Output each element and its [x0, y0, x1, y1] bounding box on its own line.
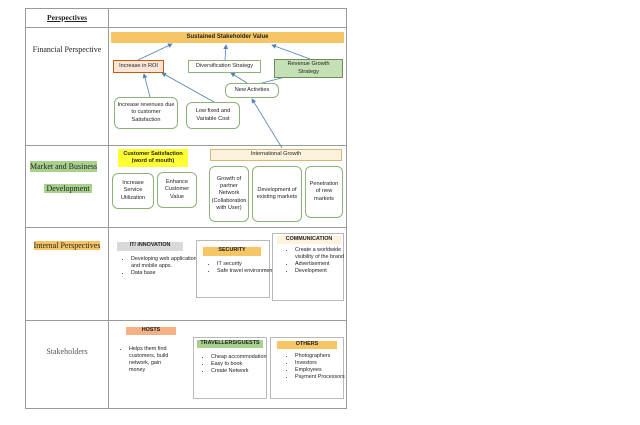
list-item: Advertisement: [295, 261, 361, 268]
internal-label-text: Internal Perspectives: [33, 241, 101, 250]
low-fixed-cost-box: Low fixed and Variable Cost: [186, 102, 240, 129]
list-item: Create Network: [211, 368, 277, 375]
list-item: Data base: [131, 270, 199, 277]
internal-perspectives-label: Internal Perspectives: [26, 240, 108, 251]
arrow-revenues-to-roi: [142, 73, 151, 98]
list-item: IT security: [217, 261, 279, 268]
it-innovation-list: Developing web application and mobile ap…: [117, 256, 199, 277]
arrow-newactivities-to-diversification: [230, 72, 248, 84]
communication-title: COMMUNICATION: [277, 236, 341, 244]
market-label-line2: Development: [44, 184, 92, 193]
new-activities-box: New Activities: [225, 83, 279, 98]
penetration-box: Penetration of new markets: [305, 166, 343, 218]
financial-perspective-label: Financial Perspective: [26, 44, 108, 55]
enhance-value-box: Enhance Customer Value: [157, 172, 197, 208]
table-border-right: [346, 8, 347, 409]
hosts-list: Helps them find customers, build network…: [115, 346, 171, 374]
list-item: Photographers: [295, 353, 355, 360]
table-row-divider: [25, 320, 347, 321]
security-list: IT security Safe travel environment: [203, 261, 279, 275]
international-growth-box: International Growth: [210, 149, 342, 161]
travellers-title: TRAVELLERS/GUESTS: [197, 340, 263, 348]
travellers-card: TRAVELLERS/GUESTS Cheap accommodation Ea…: [193, 337, 267, 399]
arrow-diversification-to-value: [223, 44, 229, 61]
arrow-lowcost-to-roi: [161, 72, 215, 103]
list-item: Cheap accommodation: [211, 354, 277, 361]
development-markets-box: Development of existing markets: [252, 166, 302, 222]
arrow-roi-to-value: [137, 43, 173, 61]
others-title: OTHERS: [277, 341, 337, 349]
market-business-label: Market and Business Development: [30, 156, 106, 196]
hosts-title: HOSTS: [126, 327, 176, 335]
list-item: Safe travel environment: [217, 268, 279, 275]
sustained-value-box: Sustained Stakeholder Value: [111, 32, 344, 43]
increase-service-box: Increase Service Utilization: [112, 173, 154, 209]
table-border-bottom: [25, 408, 347, 409]
arrow-international-to-newactivities: [251, 98, 283, 149]
arrow-revenue-to-value: [271, 44, 311, 60]
communication-list: Create a worldwide visibility of the bra…: [277, 247, 361, 275]
travellers-list: Cheap accommodation Easy to book Create …: [197, 354, 277, 375]
stakeholders-label: Stakeholders: [46, 347, 88, 356]
perspectives-header: Perspectives: [46, 13, 88, 22]
increase-roi-box: Increase in ROI: [113, 60, 164, 73]
table-border-left: [25, 8, 26, 409]
table-column-divider: [108, 8, 109, 409]
it-innovation-title: IT/ INNOVATION: [117, 242, 183, 251]
security-card: SECURITY IT security Safe travel environ…: [196, 240, 274, 298]
list-item: Easy to book: [211, 361, 277, 368]
security-title: SECURITY: [203, 247, 261, 256]
list-item: Create a worldwide visibility of the bra…: [295, 247, 361, 261]
table-row-divider: [25, 27, 347, 28]
table-row-divider: [25, 227, 347, 228]
customer-satisfaction-box: Customer Satisfaction (word of mouth): [118, 149, 188, 167]
diversification-box: Diversification Strategy: [188, 60, 261, 73]
list-item: Developing web application and mobile ap…: [131, 256, 199, 270]
increase-revenues-box: Increase revenues due to customer Satisf…: [114, 97, 178, 129]
list-item: Payment Processors: [295, 374, 355, 381]
revenue-growth-box: Revenue Growth Strategy: [274, 59, 343, 78]
others-list: Photographers Investors Employees Paymen…: [281, 353, 355, 381]
growth-partner-box: Growth of partner Network (Collaboration…: [209, 166, 249, 222]
table-row-divider: [25, 145, 347, 146]
list-item: Investors: [295, 360, 355, 367]
list-item: Development: [295, 268, 361, 275]
it-innovation-card: IT/ INNOVATION Developing web applicatio…: [111, 240, 197, 300]
market-label-line1: Market and Business: [30, 161, 98, 172]
hosts-card: HOSTS Helps them find customers, build n…: [111, 325, 189, 403]
table-border-top: [25, 8, 347, 9]
communication-card: COMMUNICATION Create a worldwide visibil…: [272, 233, 344, 301]
list-item: Helps them find customers, build network…: [129, 346, 171, 374]
list-item: Employees: [295, 367, 355, 374]
others-card: OTHERS Photographers Investors Employees…: [270, 337, 345, 399]
